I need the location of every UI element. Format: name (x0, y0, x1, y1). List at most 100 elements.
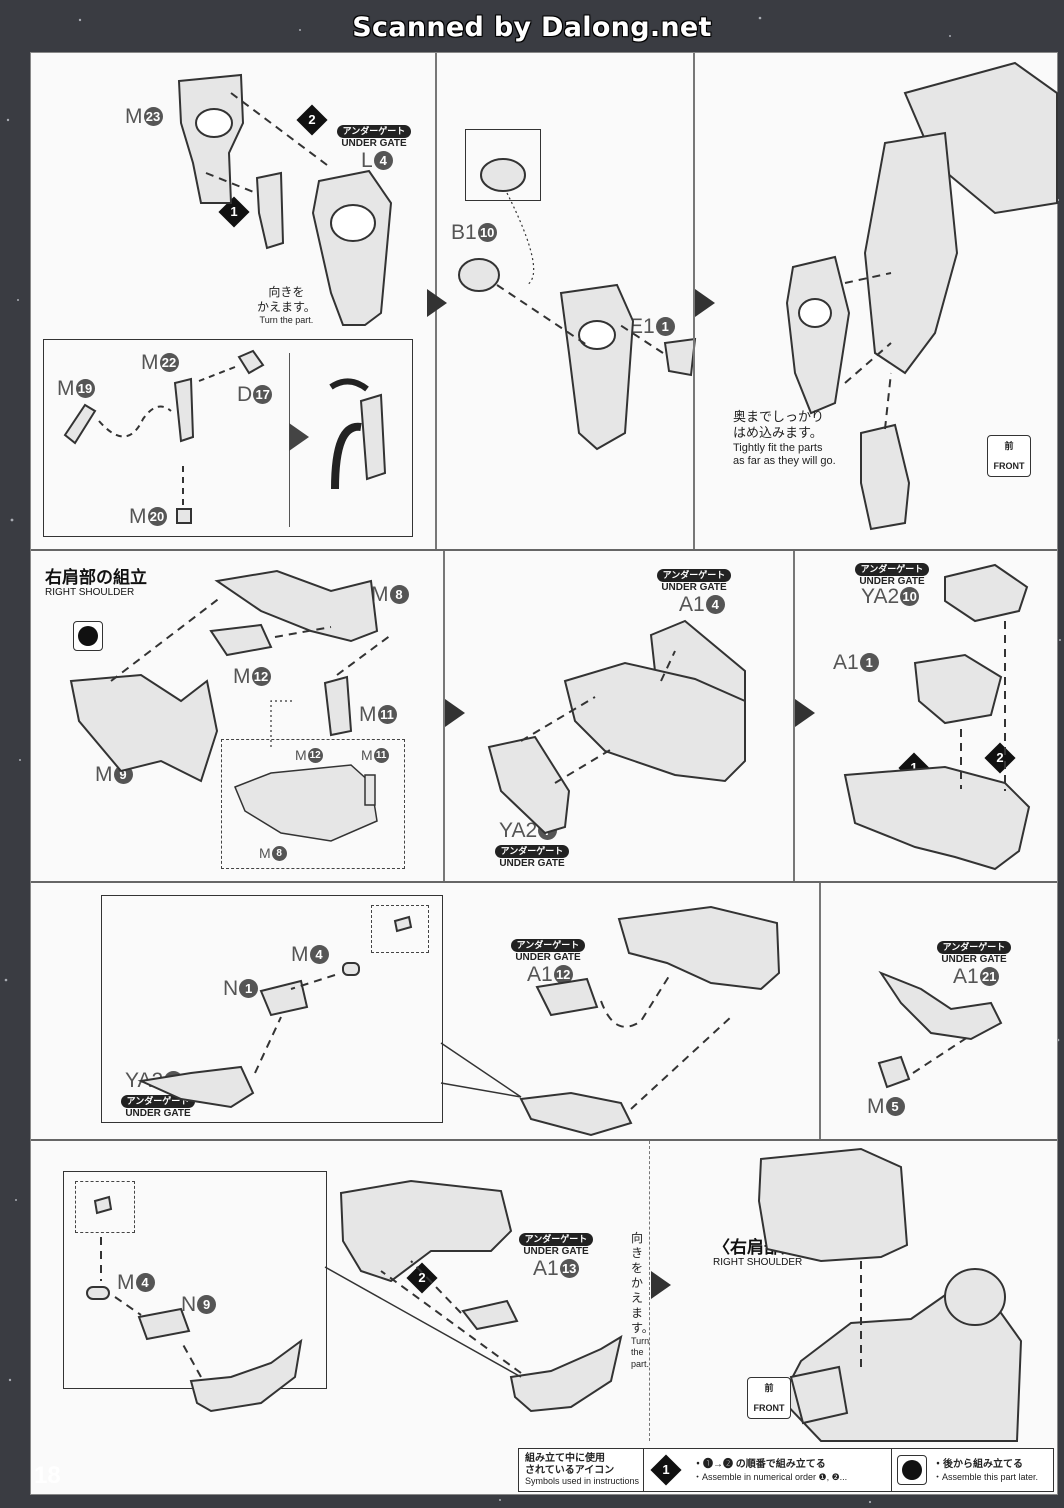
label-letter: N (223, 977, 239, 1000)
hinge-part-drawing (877, 970, 1003, 1089)
label-number: 1 (239, 979, 259, 998)
label-number: 1 (655, 317, 675, 336)
row4-divider-1 (649, 1141, 650, 1441)
row2-divider-1 (443, 551, 445, 881)
label-letter: M (233, 665, 251, 688)
legend-title-en: Symbols used in instructions (525, 1476, 640, 1486)
note-en: Turn the part. (631, 1336, 650, 1369)
section-title-en: RIGHT SHOULDER (45, 587, 135, 598)
reference-box-m8 (221, 739, 405, 869)
label-letter: M (259, 845, 271, 861)
gate-en: UNDER GATE (125, 1108, 191, 1119)
label-number: 8 (389, 585, 409, 604)
legend-title-jp: 組み立て中に使用 されているアイコン (525, 1453, 615, 1476)
label-number: 9 (197, 1295, 217, 1314)
label-letter: M (129, 505, 147, 528)
panel-shoulder-mount: 〈右肩部〉 RIGHT SHOULDER 前 FRONT (651, 1141, 1057, 1442)
label-number: 19 (75, 379, 95, 398)
front-jp: 前 (764, 1383, 774, 1393)
legend-divider (891, 1449, 892, 1491)
label-number: 4 (135, 1273, 155, 1292)
armor-sub-drawing (137, 905, 781, 1137)
label-letter: M (117, 1271, 135, 1294)
label-number: 17 (253, 385, 273, 404)
note-jp: 向きを かえます。 (631, 1231, 654, 1335)
label-number: 1 (859, 653, 879, 672)
label-number: 12 (553, 965, 573, 984)
label-letter: B1 (451, 221, 477, 244)
armor-final-drawing (86, 1179, 623, 1413)
reference-box-m4 (371, 905, 429, 953)
legend-later-en: ・Assemble this part later. (933, 1472, 1039, 1482)
note-jp: 向きを かえます。 (257, 285, 316, 314)
gate-jp: アンダーゲート (495, 845, 569, 858)
gate-en: UNDER GATE (515, 952, 581, 963)
legend-title: 組み立て中に使用 されているアイコン Symbols used in instr… (525, 1453, 641, 1486)
legend-later-jp: ・後から組み立てる (933, 1459, 1023, 1470)
shoulder-title-en: RIGHT SHOULDER (713, 1257, 803, 1268)
reference-box-m4 (75, 1181, 135, 1233)
label-number: 10 (477, 223, 497, 242)
label-letter: A1 (679, 593, 705, 616)
shoulder-armor-drawing (487, 619, 746, 835)
gate-jp: アンダーゲート (855, 563, 929, 576)
label-letter: A1 (953, 965, 979, 988)
gate-en: UNDER GATE (523, 1246, 589, 1257)
gate-jp: アンダーゲート (657, 569, 731, 582)
note-en: Tightly fit the parts as far as they wil… (733, 441, 836, 468)
label-letter: M (95, 763, 113, 786)
assemble-later-icon (73, 621, 103, 651)
label-letter: M (291, 943, 309, 966)
gate-jp: アンダーゲート (937, 941, 1011, 954)
label-letter: M (57, 377, 75, 400)
step-arrow (651, 1271, 671, 1299)
front-direction-badge: 前 FRONT (987, 435, 1031, 477)
label-letter: M (125, 105, 143, 128)
front-en: FRONT (993, 461, 1025, 471)
label-letter: N (181, 1293, 197, 1316)
step-number: 1 (662, 1462, 670, 1477)
row3-divider-1 (819, 883, 821, 1139)
label-number: 21 (979, 967, 999, 986)
front-direction-badge: 前 FRONT (747, 1377, 791, 1419)
gate-en: UNDER GATE (499, 858, 565, 869)
turn-part-note: 向きを かえます。 Turn the part. (257, 285, 316, 326)
gate-en: UNDER GATE (859, 576, 925, 587)
scan-credit-title: Scanned by Dalong.net (352, 12, 712, 43)
label-number: 20 (147, 507, 167, 526)
label-letter: L (361, 149, 373, 172)
step-arrow (445, 699, 465, 727)
shoulder-frame-drawing (69, 569, 392, 783)
label-letter: D (237, 383, 253, 406)
label-letter: M (295, 747, 307, 763)
step-arrow (795, 699, 815, 727)
note-en: Turn the part. (259, 315, 314, 325)
gate-jp: アンダーゲート (519, 1233, 593, 1246)
